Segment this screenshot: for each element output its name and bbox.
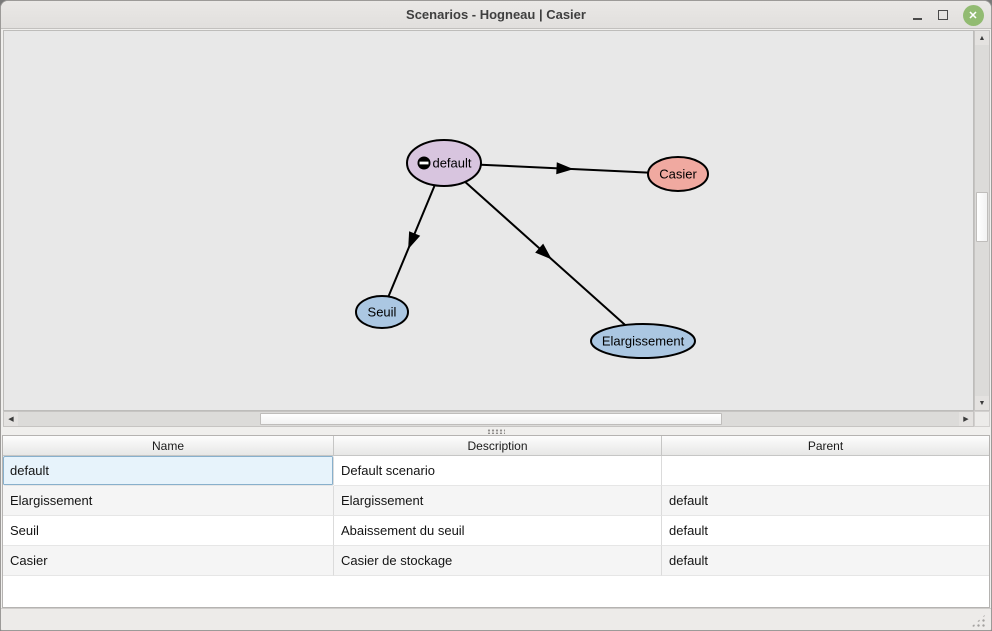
- horizontal-scrollbar[interactable]: ◀ ▶: [3, 411, 974, 427]
- column-header-parent[interactable]: Parent: [807, 438, 844, 453]
- resize-grip[interactable]: [971, 613, 987, 627]
- scroll-left-icon: ◀: [8, 416, 14, 423]
- horizontal-scrollbar-thumb[interactable]: [260, 413, 722, 425]
- edge-arrowhead-icon: [556, 162, 574, 175]
- cell-description[interactable]: Default scenario: [334, 456, 662, 486]
- graph-node-default[interactable]: default: [406, 139, 482, 187]
- edge-default-elargissement: [464, 181, 626, 326]
- cell-description[interactable]: Elargissement: [334, 486, 662, 516]
- cell-name[interactable]: Casier: [3, 546, 334, 576]
- cell-name[interactable]: Elargissement: [3, 486, 334, 516]
- node-label: Casier: [659, 167, 697, 182]
- table-header: Name Description Parent: [3, 436, 989, 456]
- cell-description[interactable]: Casier de stockage: [334, 546, 662, 576]
- edge-default-casier: [480, 162, 649, 175]
- cell-parent[interactable]: default: [662, 546, 989, 576]
- cell-name[interactable]: default: [3, 456, 334, 486]
- node-label: default: [432, 156, 471, 171]
- scrollbar-corner: [974, 411, 990, 427]
- minimize-icon: [912, 18, 922, 20]
- column-header-description[interactable]: Description: [334, 436, 662, 455]
- table-row[interactable]: default Default scenario: [3, 456, 989, 486]
- scroll-right-button[interactable]: ▶: [959, 412, 973, 426]
- column-header-name[interactable]: Name: [3, 436, 334, 455]
- statusbar: [1, 608, 991, 630]
- table-row[interactable]: Seuil Abaissement du seuil default: [3, 516, 989, 546]
- titlebar[interactable]: Scenarios - Hogneau | Casier ✕: [1, 1, 991, 29]
- scenario-table: Name Description Parent default Default …: [2, 435, 990, 608]
- scroll-down-icon: ▼: [978, 399, 986, 407]
- window-title: Scenarios - Hogneau | Casier: [406, 7, 586, 22]
- graph-node-casier[interactable]: Casier: [647, 156, 709, 192]
- cell-parent[interactable]: default: [662, 486, 989, 516]
- vertical-scrollbar[interactable]: ▲ ▼: [974, 30, 990, 411]
- maximize-button[interactable]: [931, 1, 955, 29]
- close-icon: ✕: [962, 4, 984, 26]
- close-button[interactable]: ✕: [961, 1, 985, 29]
- vertical-scrollbar-thumb[interactable]: [976, 192, 988, 242]
- graph-node-elargissement[interactable]: Elargissement: [590, 323, 696, 359]
- scenario-table-body: default Default scenario Elargissement E…: [3, 456, 989, 576]
- table-row[interactable]: Elargissement Elargissement default: [3, 486, 989, 516]
- scroll-up-button[interactable]: ▲: [975, 31, 989, 45]
- edge-arrowhead-icon: [535, 243, 552, 260]
- graph-node-seuil[interactable]: Seuil: [355, 295, 409, 329]
- cell-parent[interactable]: [662, 456, 989, 486]
- edge-arrowhead-icon: [408, 231, 421, 250]
- splitter-grip-icon: [487, 428, 505, 434]
- scroll-down-button[interactable]: ▼: [975, 396, 989, 410]
- node-label: Elargissement: [602, 334, 685, 349]
- minimize-button[interactable]: [905, 1, 929, 29]
- maximize-icon: [938, 10, 948, 20]
- cell-name[interactable]: Seuil: [3, 516, 334, 546]
- cell-description[interactable]: Abaissement du seuil: [334, 516, 662, 546]
- table-row[interactable]: Casier Casier de stockage default: [3, 546, 989, 576]
- scroll-right-icon: ▶: [963, 416, 969, 423]
- cell-parent[interactable]: default: [662, 516, 989, 546]
- scroll-up-icon: ▲: [978, 34, 986, 42]
- edge-default-seuil: [387, 184, 436, 297]
- panel-splitter[interactable]: [1, 427, 991, 435]
- scroll-left-button[interactable]: ◀: [4, 412, 18, 426]
- node-label: Seuil: [368, 305, 397, 320]
